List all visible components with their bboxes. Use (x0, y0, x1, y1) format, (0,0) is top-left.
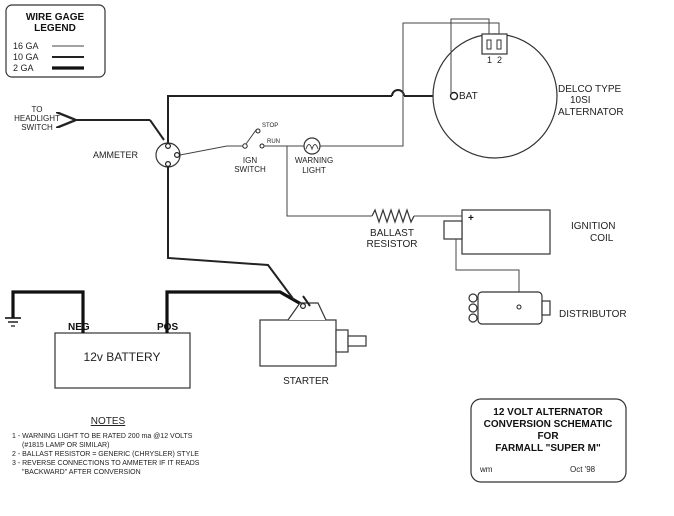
headlight-label-2: HEADLIGHT (14, 114, 60, 123)
note-line-4: 3 - REVERSE CONNECTIONS TO AMMETER IF IT… (12, 460, 200, 467)
note-line-3: 2 - BALLAST RESISTOR = GENERIC (CHRYSLER… (12, 451, 199, 458)
ballast-feed-wire (286, 146, 372, 217)
bat-terminal (449, 91, 459, 101)
legend-row-10ga: 10 GA (13, 52, 39, 62)
terminal-1-label: 1 (487, 55, 492, 65)
terminal-2-wire (324, 22, 500, 147)
ammeter-starter-wire (167, 167, 295, 301)
terminal-plug (481, 33, 508, 55)
ign-switch-label-2: SWITCH (234, 165, 266, 174)
resistor-zigzag (371, 208, 415, 224)
ignition-coil: + IGNITION COIL (443, 209, 615, 255)
legend-title-2: LEGEND (34, 23, 76, 34)
warning-light: WARNING LIGHT (295, 137, 333, 175)
ground-wire (11, 290, 85, 333)
starter-body (259, 319, 337, 367)
title-line-2: CONVERSION SCHEMATIC (484, 419, 613, 430)
ammeter-label: AMMETER (93, 150, 139, 160)
battery: NEG POS 12v BATTERY (54, 322, 191, 389)
ignition-coil-label-1: IGNITION (571, 221, 615, 232)
ballast-label-1: BALLAST (370, 228, 414, 239)
warning-label-2: LIGHT (302, 166, 326, 175)
ballast-resistor: BALLAST RESISTOR (367, 208, 418, 250)
alternator: BAT 1 2 DELCO TYPE 10SI ALTERNATOR (432, 33, 624, 159)
distributor-body (477, 291, 543, 325)
terminal-pin-2 (496, 39, 502, 50)
legend-row-2ga: 2 GA (13, 63, 34, 73)
legend-box (5, 4, 106, 78)
wire-gage-legend: WIRE GAGE LEGEND 16 GA 10 GA 2 GA (5, 4, 106, 78)
ground-symbol (5, 290, 85, 333)
battery-body (54, 332, 191, 389)
starter: STARTER (259, 295, 367, 387)
starter-label: STARTER (283, 376, 329, 387)
alternator-label-1: DELCO TYPE (558, 84, 621, 95)
battery-neg-label: NEG (68, 322, 90, 333)
bat-wire (167, 89, 454, 144)
wire-crossover (391, 89, 405, 97)
coil-terminal-block (443, 220, 463, 240)
headlight-label-1: TO (32, 105, 43, 114)
switch-run-label: RUN (267, 139, 280, 145)
ign-switch-label-1: IGN (243, 156, 257, 165)
title-date: Oct '98 (570, 465, 596, 474)
notes: NOTES 1 - WARNING LIGHT TO BE RATED 200 … (12, 416, 200, 476)
ammeter: AMMETER (93, 142, 181, 168)
terminal-2-label: 2 (497, 55, 502, 65)
ignition-switch: STOP RUN IGN SWITCH (179, 123, 280, 174)
warning-label-1: WARNING (295, 156, 333, 165)
terminal-1-wire (450, 18, 490, 94)
headlight-wire (149, 119, 165, 141)
starter-solenoid (287, 302, 327, 321)
bat-label: BAT (459, 91, 478, 102)
title-block-box (470, 398, 627, 483)
alternator-label-3: ALTERNATOR (558, 107, 624, 118)
distributor: DISTRIBUTOR (468, 291, 627, 325)
note-line-1: 1 - WARNING LIGHT TO BE RATED 200 ma @12… (12, 433, 193, 440)
notes-title: NOTES (91, 416, 126, 427)
switch-stop-label: STOP (262, 123, 278, 129)
title-line-4: FARMALL "SUPER M" (495, 443, 601, 454)
headlight-label-3: SWITCH (21, 123, 53, 132)
coil-body (461, 209, 551, 255)
legend-row-16ga: 16 GA (13, 41, 39, 51)
note-line-2: (#1815 LAMP OR SIMILAR) (22, 442, 109, 449)
coil-plus-label: + (468, 213, 474, 224)
warning-lamp (303, 137, 321, 155)
ballast-label-2: RESISTOR (367, 239, 418, 250)
title-line-3: FOR (537, 431, 559, 442)
legend-title-1: WIRE GAGE (26, 12, 85, 23)
title-line-1: 12 VOLT ALTERNATOR (493, 407, 603, 418)
title-author: wm (479, 465, 493, 474)
ignition-coil-label-2: COIL (590, 233, 614, 244)
alternator-label-2: 10SI (570, 95, 591, 106)
title-block: 12 VOLT ALTERNATOR CONVERSION SCHEMATIC … (470, 398, 627, 483)
switch-blade (245, 129, 257, 145)
note-line-5: "BACKWARD" AFTER CONVERSION (22, 469, 141, 476)
coil-to-distributor-wire (455, 239, 520, 305)
distributor-label: DISTRIBUTOR (559, 309, 627, 320)
battery-label: 12v BATTERY (84, 350, 161, 364)
battery-starter-cable (165, 290, 302, 333)
headlight-feed: TO HEADLIGHT SWITCH (14, 105, 165, 141)
terminal-pin-1 (486, 39, 492, 50)
